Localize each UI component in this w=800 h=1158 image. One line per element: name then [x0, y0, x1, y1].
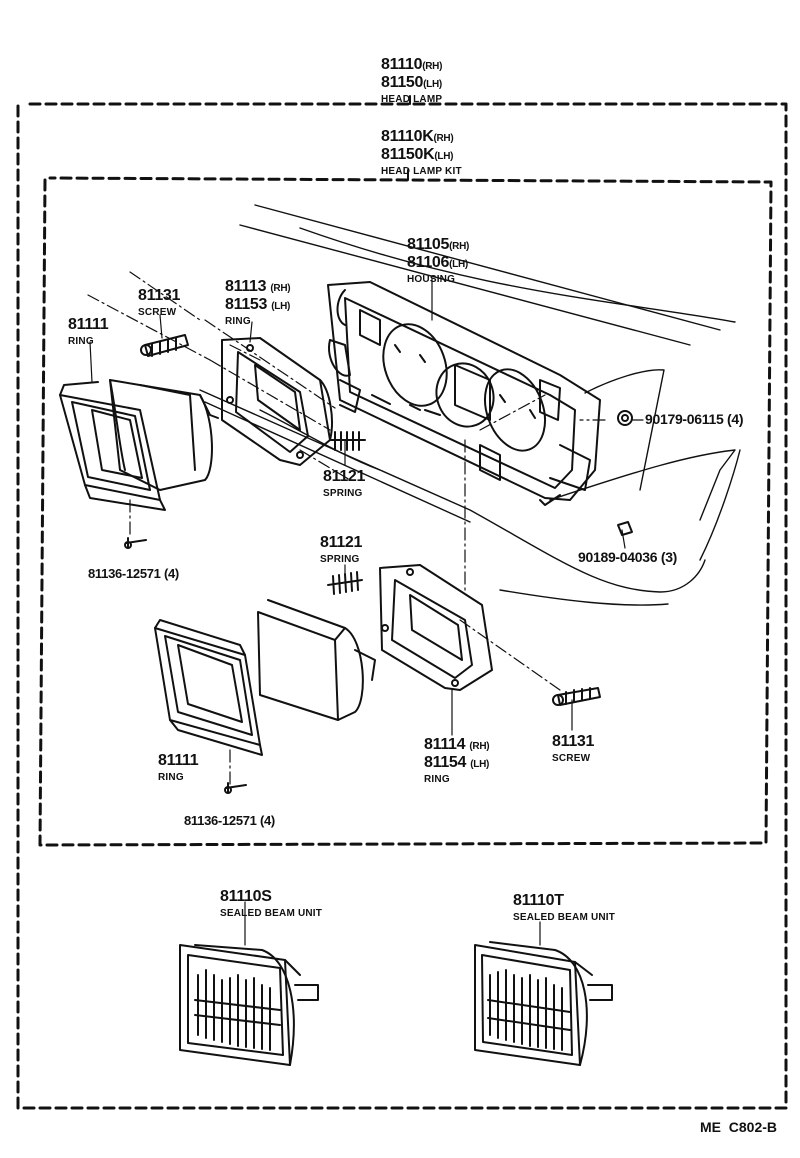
clip-qty: (3)	[660, 549, 678, 565]
vehicle-body-lines	[199, 204, 741, 606]
sealed-beam-t-illustration	[474, 941, 613, 1066]
label-screw-upper: 81131 SCREW	[138, 287, 180, 318]
nut-qty: (4)	[727, 411, 744, 427]
spring-lower-pn: 81121	[320, 534, 363, 551]
label-headlamp: 81110(RH) 81150(LH) HEAD LAMP	[381, 56, 442, 105]
ring-upper-rh: (RH)	[270, 283, 291, 294]
label-ring-upper: 81113 (RH) 81153 (LH) RING	[225, 278, 291, 327]
sealed-beam-s-illustration	[179, 944, 319, 1066]
spring-upper-name: SPRING	[323, 488, 363, 499]
clip-illustration	[617, 521, 633, 536]
beam-t-pn: 81110T	[513, 892, 564, 909]
housing-pn-lh: 81106	[407, 254, 450, 271]
label-beam-s: 81110S SEALED BEAM UNIT	[220, 888, 322, 919]
label-nut: 90179-06115 (4)	[645, 411, 744, 427]
kit-lh: (LH)	[434, 151, 454, 162]
ring-outer-lower-name: RING	[158, 772, 184, 783]
kit-name: HEAD LAMP KIT	[381, 166, 462, 177]
screw-upper-pn: 81131	[138, 287, 181, 304]
label-clip: 90189-04036 (3)	[578, 550, 677, 564]
small-screw-upper-qty: (4)	[163, 566, 179, 581]
label-small-screw-lower: 81136-12571 (4)	[184, 814, 275, 827]
headlamp-lh: (LH)	[423, 79, 442, 90]
kit-pn-lh: 81150K	[381, 146, 435, 163]
ring-lower-pn-lh: 81154	[424, 754, 467, 771]
headlamp-rh: (RH)	[422, 61, 443, 72]
ring-upper-pn-lh: 81153	[225, 296, 268, 313]
ring-lower-rh: (RH)	[469, 741, 490, 752]
label-ring-lower: 81114 (RH) 81154 (LH) RING	[424, 736, 490, 785]
kit-rh: (RH)	[433, 133, 454, 144]
label-housing: 81105(RH) 81106(LH) HOUSING	[407, 236, 469, 285]
small-screw-lower-qty: (4)	[259, 813, 275, 828]
small-screw-lower-pn: 81136-12571	[184, 813, 257, 828]
lamp-lower-illustration	[257, 599, 376, 721]
label-spring-upper: 81121 SPRING	[323, 468, 365, 499]
housing-lh: (LH)	[449, 259, 468, 270]
ring-upper-pn-rh: 81113	[225, 278, 267, 295]
ring-lower-name: RING	[424, 774, 450, 785]
spring-lower-name: SPRING	[320, 554, 360, 565]
screw-lower-illustration	[552, 687, 601, 706]
beam-t-name: SEALED BEAM UNIT	[513, 912, 616, 923]
label-small-screw-upper: 81136-12571 (4)	[88, 567, 179, 580]
screw-upper-name: SCREW	[138, 307, 177, 318]
label-beam-t: 81110T SEALED BEAM UNIT	[513, 892, 615, 923]
headlamp-pn-lh: 81150	[381, 74, 424, 91]
ring-lower-illustration	[379, 564, 493, 691]
label-spring-lower: 81121 SPRING	[320, 534, 362, 565]
nut-pn: 90179-06115	[645, 411, 724, 427]
ring-lower-pn-rh: 81114	[424, 736, 466, 753]
headlamp-pn-rh: 81110	[381, 56, 423, 73]
label-ring-outer-lower: 81111 RING	[158, 752, 199, 783]
kit-boundary	[38, 176, 773, 847]
screw-upper-illustration	[140, 334, 189, 357]
ring-lower-lh: (LH)	[470, 759, 490, 770]
leader-lines	[89, 277, 644, 946]
housing-pn-rh: 81105	[407, 236, 450, 253]
headlamp-boundary	[16, 102, 788, 1110]
spring-upper-pn: 81121	[323, 468, 366, 485]
screw-lower-name: SCREW	[552, 753, 591, 764]
label-screw-lower: 81131 SCREW	[552, 733, 594, 764]
lamp-upper-illustration	[109, 379, 219, 491]
spring-upper-illustration	[329, 431, 366, 451]
ring-upper-lh: (LH)	[271, 301, 291, 312]
screw-lower-pn: 81131	[552, 733, 595, 750]
small-screw-upper-pn: 81136-12571	[88, 566, 161, 581]
nut-illustration	[617, 410, 633, 426]
kit-pn-rh: 81110K	[381, 128, 434, 145]
ring-upper-illustration	[221, 337, 333, 466]
small-screw-upper-illustration	[124, 537, 147, 549]
housing-name: HOUSING	[407, 274, 456, 285]
ring-outer-upper-pn: 81111	[68, 316, 109, 333]
clip-pn: 90189-04036	[578, 549, 658, 565]
reference-code: ME C802-B	[700, 1119, 778, 1135]
headlamp-name: HEAD LAMP	[381, 94, 443, 105]
spring-lower-illustration	[327, 571, 363, 595]
label-kit: 81110K(RH) 81150K(LH) HEAD LAMP KIT	[381, 128, 462, 177]
ring-outer-upper-name: RING	[68, 336, 94, 347]
ring-upper-name: RING	[225, 316, 251, 327]
housing-illustration	[327, 281, 601, 506]
label-ring-outer-upper: 81111 RING	[68, 316, 109, 347]
ring-outer-lower-illustration	[154, 619, 263, 756]
ring-outer-lower-pn: 81111	[158, 752, 199, 769]
beam-s-pn: 81110S	[220, 888, 272, 905]
housing-rh: (RH)	[449, 241, 470, 252]
beam-s-name: SEALED BEAM UNIT	[220, 908, 323, 919]
small-screw-lower-illustration	[224, 782, 247, 794]
